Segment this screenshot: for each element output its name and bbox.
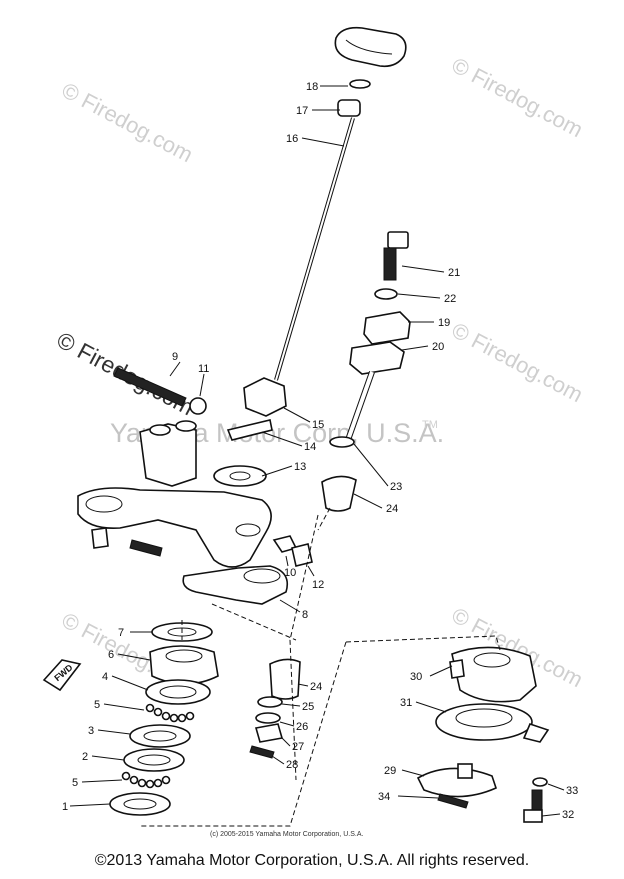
- damper-24-lower: [269, 658, 301, 700]
- assembly-line-right: [345, 635, 501, 651]
- plate-13: [213, 465, 267, 487]
- callout-20: 20: [432, 341, 444, 353]
- bolt-21-thread: [383, 247, 397, 281]
- callout-23: 23: [390, 481, 402, 493]
- washer-22: [374, 288, 398, 300]
- bolt-32-head: [523, 809, 543, 823]
- washer-14: [226, 419, 273, 441]
- callout-26: 26: [296, 721, 308, 733]
- damper-24-upper: [321, 475, 357, 512]
- holder-upper-19: [363, 311, 411, 345]
- callout-24-lower: 24: [310, 681, 322, 693]
- callout-16: 16: [286, 133, 298, 145]
- plate-29: [416, 763, 497, 798]
- callout-19: 19: [438, 317, 450, 329]
- callout-8: 8: [302, 609, 308, 621]
- callout-1: 1: [62, 801, 68, 813]
- callout-2: 2: [82, 751, 88, 763]
- damper-knob: [334, 26, 407, 68]
- washer-18: [349, 79, 371, 89]
- callout-25: 25: [302, 701, 314, 713]
- assembly-line-bracket: [211, 603, 297, 641]
- handle-crown: [77, 420, 272, 568]
- collar-17: [337, 99, 361, 117]
- washer-11: [189, 397, 207, 415]
- watermark-trademark: TM: [422, 419, 438, 431]
- leader-lines: [69, 85, 565, 817]
- callout-32: 32: [562, 809, 574, 821]
- callout-34: 34: [378, 791, 390, 803]
- bearing-cover-6: [149, 645, 219, 685]
- holder-lower-20: [349, 341, 405, 375]
- callout-5-lower: 5: [72, 777, 78, 789]
- nut-27: [254, 723, 284, 743]
- callout-27: 27: [292, 741, 304, 753]
- friction-plate-31: [435, 703, 550, 743]
- bolt-32-thread: [531, 789, 543, 813]
- balls-5-upper: [145, 703, 195, 723]
- callout-29: 29: [384, 765, 396, 777]
- race-3: [129, 724, 191, 748]
- callout-28: 28: [286, 759, 298, 771]
- watermark-mid-right: © Firedog.com: [448, 317, 587, 407]
- callout-6: 6: [108, 649, 114, 661]
- callout-10: 10: [284, 567, 296, 579]
- bolt-21-head: [387, 231, 409, 249]
- callout-22: 22: [444, 293, 456, 305]
- callout-18: 18: [306, 81, 318, 93]
- washer-33: [532, 777, 548, 787]
- assembly-line-center: [289, 514, 319, 781]
- washer-23: [329, 436, 355, 448]
- washer-26: [255, 712, 281, 724]
- balls-5-lower: [121, 771, 171, 789]
- damper-housing-30: [449, 646, 537, 703]
- callout-21: 21: [448, 267, 460, 279]
- callout-33: 33: [566, 785, 578, 797]
- race-4: [145, 679, 211, 705]
- small-copyright: (c) 2005-2015 Yamaha Motor Corporation, …: [210, 831, 363, 838]
- nut-15: [243, 377, 287, 417]
- callout-12: 12: [312, 579, 324, 591]
- pin-34: [437, 793, 469, 809]
- washer-25: [257, 696, 283, 708]
- callout-4: 4: [102, 671, 108, 683]
- callout-30: 30: [410, 671, 422, 683]
- callout-5-upper: 5: [94, 699, 100, 711]
- callout-11: 11: [198, 363, 209, 375]
- callout-31: 31: [400, 697, 412, 709]
- bolt-9: [113, 367, 187, 407]
- footer-copyright: ©2013 Yamaha Motor Corporation, U.S.A. A…: [94, 852, 530, 869]
- fwd-arrow-icon: FWD: [42, 659, 82, 692]
- callout-3: 3: [88, 725, 94, 737]
- lower-bracket-8: [182, 565, 289, 605]
- spring-28: [249, 745, 275, 759]
- race-2: [123, 748, 185, 772]
- callout-9: 9: [172, 351, 178, 363]
- callout-7: 7: [118, 627, 124, 639]
- bolt-12: [291, 543, 313, 567]
- callout-13: 13: [294, 461, 306, 473]
- watermark-top-left: © Firedog.com: [58, 77, 197, 167]
- callout-14: 14: [304, 441, 316, 453]
- callout-24-upper: 24: [386, 503, 398, 515]
- callout-17: 17: [296, 105, 308, 117]
- race-1: [109, 792, 171, 816]
- callout-15: 15: [312, 419, 324, 431]
- watermark-top-right: © Firedog.com: [448, 52, 587, 142]
